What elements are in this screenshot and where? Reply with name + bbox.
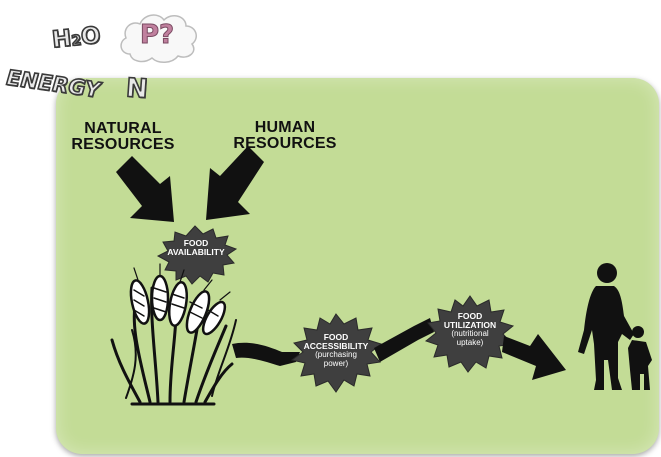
adult-and-child-silhouette-icon — [578, 263, 652, 390]
human-resources-arrow — [206, 146, 264, 220]
cloud-icon — [120, 14, 197, 63]
food-availability-starburst — [156, 225, 238, 285]
food-accessibility-starburst — [290, 313, 383, 393]
wheat-to-accessibility-arrow — [232, 342, 300, 366]
food-utilization-starburst — [424, 295, 515, 373]
food-availability-label: FOOD AVAILABILITY — [167, 238, 225, 258]
human-resources-label: HUMAN RESOURCES — [233, 119, 337, 153]
wheat-plant-icon — [110, 263, 237, 406]
food-utilization-label: FOOD UTILIZATION (nutritional uptake) — [443, 311, 497, 347]
phosphorus-label: P? — [139, 20, 175, 51]
utilization-to-family-arrow — [502, 334, 566, 380]
natural-resources-arrow — [116, 156, 174, 222]
natural-resources-label: NATURAL RESOURCES — [71, 120, 175, 154]
accessibility-to-utilization-arrow — [374, 318, 434, 362]
food-accessibility-label: FOOD ACCESSIBILITY (purchasing power) — [303, 332, 369, 368]
